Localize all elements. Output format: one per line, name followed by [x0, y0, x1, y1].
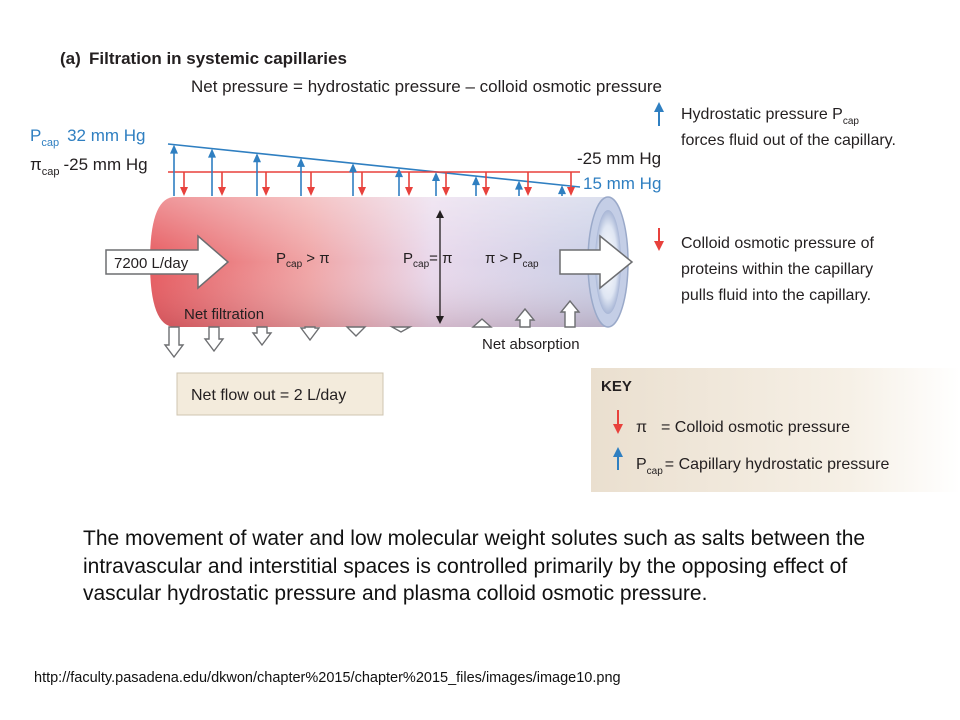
net-absorption-label: Net absorption: [482, 336, 580, 353]
net-flow-box: Net flow out = 2 L/day: [176, 372, 384, 416]
hydrostatic-arrows: [170, 144, 566, 196]
key-pi-symbol: π: [636, 419, 647, 436]
caption-text: The movement of water and low molecular …: [83, 527, 866, 605]
filtration-arrow: [251, 326, 273, 347]
hydrostatic-arrow: [515, 180, 523, 196]
absorption-flow-arrows: [471, 299, 581, 328]
osmotic-arrow: [358, 172, 366, 196]
net-filtration-label: Net filtration: [184, 306, 264, 323]
hydrostatic-arrow: [432, 171, 440, 196]
filtration-flow-arrows: [163, 326, 413, 359]
zone-filtration-label: Pcap > π: [276, 250, 330, 270]
osmotic-arrow: [442, 172, 450, 196]
pcap-end-value: 15 mm Hg: [583, 174, 661, 193]
hydrostatic-arrow: [472, 176, 480, 196]
hydrostatic-pressure-line: [167, 143, 581, 188]
up-arrow-icon: [654, 102, 664, 126]
filtration-arrow: [389, 326, 413, 333]
osmotic-arrow: [482, 172, 490, 196]
osmotic-arrow: [180, 172, 188, 196]
hydrostatic-arrow: [208, 148, 216, 196]
absorption-arrow: [471, 318, 493, 328]
osmotic-arrow: [307, 172, 315, 196]
hydrostatic-legend-line2: forces fluid out of the capillary.: [681, 132, 896, 149]
zone-equilibrium-label: Pcap= π: [403, 250, 452, 270]
filtration-arrow: [345, 326, 367, 337]
osmotic-arrow: [405, 172, 413, 196]
pressure-equation: Net pressure = hydrostatic pressure – co…: [191, 77, 662, 96]
capillary-vessel: [150, 196, 629, 328]
colloid-legend-line2: proteins within the capillary: [681, 261, 873, 278]
hydrostatic-arrow: [170, 144, 178, 196]
source-url[interactable]: http://faculty.pasadena.edu/dkwon/chapte…: [34, 670, 621, 686]
key-box: KEY π = Colloid osmotic pressure Pcap= C…: [591, 368, 960, 492]
key-pi-text: = Colloid osmotic pressure: [661, 419, 850, 436]
key-pcap-label: Pcap= Capillary hydrostatic pressure: [636, 456, 889, 477]
net-flow-label: Net flow out = 2 L/day: [191, 387, 346, 404]
colloid-legend-line1: Colloid osmotic pressure of: [681, 235, 875, 252]
hydrostatic-arrow: [297, 157, 305, 196]
osmotic-arrow: [524, 172, 532, 196]
down-arrow-icon: [654, 228, 664, 251]
filtration-arrow: [203, 326, 225, 353]
key-down-arrow-icon: [613, 410, 623, 434]
key-title: KEY: [601, 378, 632, 395]
outflow-arrow: [559, 234, 634, 290]
hydrostatic-arrow: [349, 163, 357, 196]
osmotic-arrows: [180, 172, 575, 196]
hydrostatic-arrow: [558, 185, 566, 196]
filtration-arrow: [299, 326, 321, 342]
equilibrium-marker: [436, 210, 444, 324]
zone-absorption-label: π > Pcap: [485, 250, 539, 270]
panel-letter: (a): [60, 49, 81, 68]
osmotic-arrow: [218, 172, 226, 196]
filtration-arrow: [163, 326, 185, 359]
pi-end-value: -25 mm Hg: [577, 149, 661, 168]
hydrostatic-arrow: [395, 168, 403, 196]
colloid-legend-line3: pulls fluid into the capillary.: [681, 287, 871, 304]
right-legend: Hydrostatic pressure Pcap forces fluid o…: [654, 102, 896, 304]
osmotic-arrow: [567, 172, 575, 196]
inflow-label: 7200 L/day: [114, 255, 189, 272]
osmotic-arrow: [262, 172, 270, 196]
absorption-arrow: [514, 307, 536, 328]
key-up-arrow-icon: [613, 447, 623, 470]
absorption-arrow: [559, 299, 581, 328]
capillary-filtration-diagram: (a) Filtration in systemic capillaries N…: [30, 49, 960, 492]
pi-start-label: πcap-25 mm Hg: [30, 155, 148, 178]
figure-title: Filtration in systemic capillaries: [89, 49, 347, 68]
hydrostatic-legend-line1: Hydrostatic pressure Pcap: [681, 106, 859, 127]
hydrostatic-arrow: [253, 153, 261, 196]
inflow-arrow: 7200 L/day: [105, 234, 230, 290]
